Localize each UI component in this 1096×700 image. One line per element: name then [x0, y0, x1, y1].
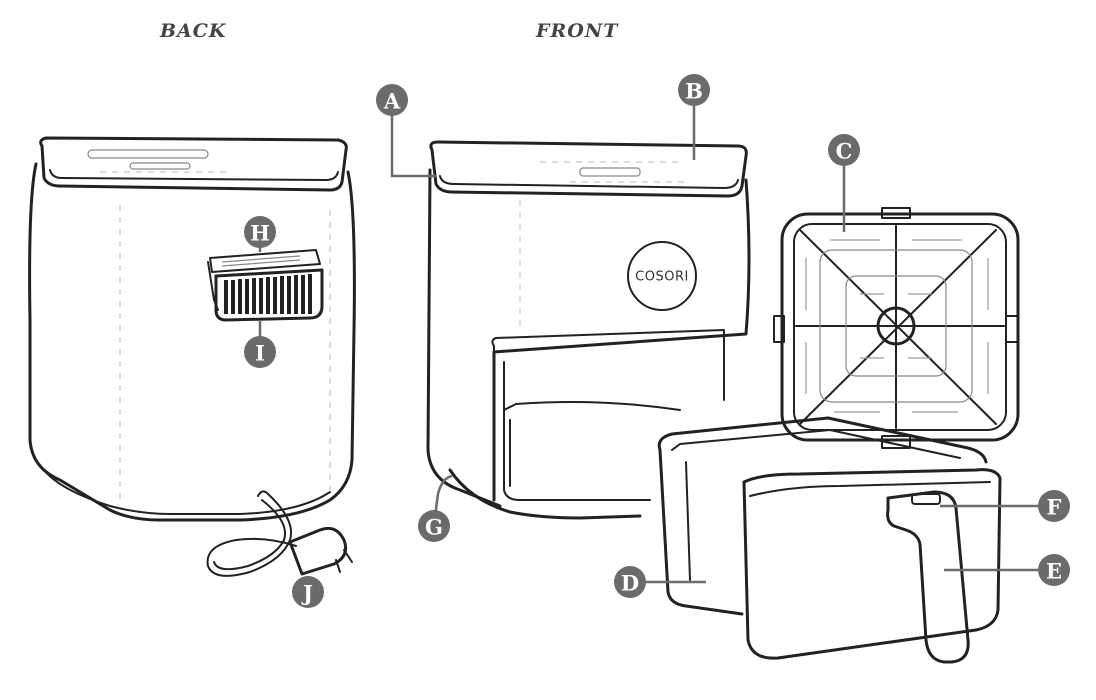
front-heading: FRONT — [535, 20, 619, 42]
callout-j-letter: J — [301, 581, 313, 606]
basket-release-button — [911, 493, 941, 505]
callout-j: J — [292, 576, 324, 608]
callout-c: C — [828, 134, 860, 166]
front-control-panel — [540, 161, 690, 183]
crisper-plate — [773, 207, 1020, 449]
callout-i-letter: I — [255, 341, 265, 366]
callout-g-letter: G — [425, 515, 443, 540]
callout-g: G — [418, 510, 450, 542]
back-heading: BACK — [159, 20, 227, 42]
callout-c-letter: C — [836, 139, 853, 164]
callout-h: H — [244, 216, 276, 248]
brand-logo-circle — [627, 241, 697, 311]
callout-d-letter: D — [621, 571, 639, 596]
fryer-basket — [657, 416, 1002, 664]
front-view-fryer: COSORI — [426, 140, 751, 520]
callout-a-letter: A — [383, 89, 401, 114]
back-view-fryer — [28, 136, 356, 522]
callout-b-letter: B — [685, 79, 703, 104]
callout-f-letter: F — [1047, 495, 1062, 520]
power-cord — [206, 490, 353, 577]
callout-a: A — [376, 84, 408, 116]
leader-lines — [258, 92, 1052, 592]
callout-d: D — [614, 566, 646, 598]
brand-logo-text: COSORI — [635, 270, 689, 285]
callout-i: I — [244, 336, 276, 368]
rear-air-vent — [207, 249, 324, 322]
callout-e-letter: E — [1046, 559, 1062, 584]
callout-h-letter: H — [250, 221, 270, 246]
callout-e: E — [1038, 554, 1070, 586]
back-control-panel — [87, 149, 230, 173]
callout-b: B — [678, 74, 710, 106]
callout-f: F — [1038, 490, 1070, 522]
